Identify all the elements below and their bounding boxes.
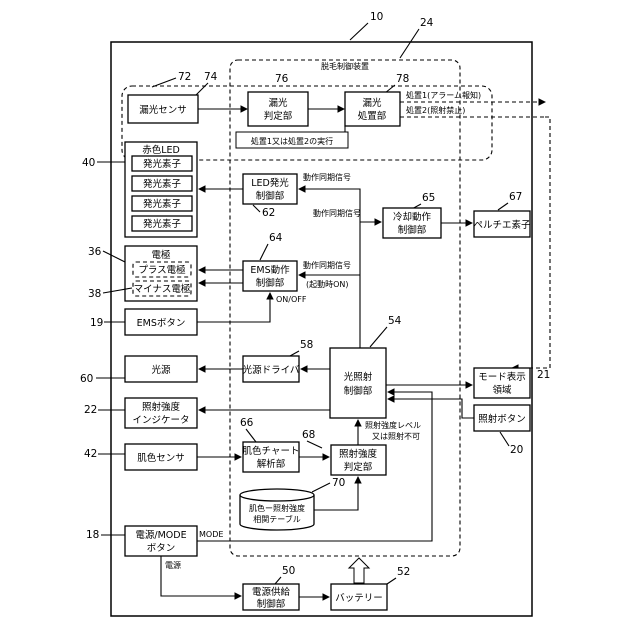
minus-electrode-label: マイナス電極 xyxy=(134,283,191,295)
chart-analysis-label-1: 肌色チャート xyxy=(243,445,300,457)
ref-18: 18 xyxy=(86,529,99,541)
skin-sensor-label: 肌色センサ xyxy=(137,452,185,464)
sync-label-2: 動作同期信号 xyxy=(313,208,361,218)
sync-label-3: 動作同期信号 xyxy=(303,260,351,270)
ref-65: 65 xyxy=(422,192,435,204)
ref-54: 54 xyxy=(388,315,402,327)
red-led-label: 赤色LED xyxy=(142,144,180,156)
leak-proc-label-1: 漏光 xyxy=(362,97,382,109)
intensity-indicator-label-2: インジケータ xyxy=(132,415,189,426)
table-label-2: 相関テーブル xyxy=(253,514,301,524)
intensity-indicator-label-1: 照射強度 xyxy=(142,401,181,413)
cool-ctrl-label-2: 制御部 xyxy=(398,224,427,236)
proc-exec-label: 処置1又は処置2の実行 xyxy=(251,136,333,146)
ref-60: 60 xyxy=(80,373,93,385)
power-ctrl-label-1: 電源供給 xyxy=(252,586,291,598)
plus-electrode-label: プラス電極 xyxy=(138,264,186,276)
ref-58: 58 xyxy=(300,339,313,351)
ems-button-label: EMSボタン xyxy=(137,318,186,329)
ref-68: 68 xyxy=(302,429,315,441)
ref-22: 22 xyxy=(84,404,97,416)
power-label: 電源 xyxy=(165,561,181,570)
peltier-label: ペルチエ素子 xyxy=(473,219,531,231)
ref-62: 62 xyxy=(262,207,275,219)
intensity-judge-label-2: 判定部 xyxy=(344,461,373,473)
emitter-label-4: 発光素子 xyxy=(143,218,182,230)
irr-button-label: 照射ボタン xyxy=(478,413,526,425)
led-ctrl-label-2: 制御部 xyxy=(256,190,285,202)
leak-proc-label-2: 処置部 xyxy=(358,110,387,122)
ref-24: 24 xyxy=(420,17,434,29)
ref-66: 66 xyxy=(240,417,254,429)
electrode-label: 電極 xyxy=(151,249,171,261)
emitter-label-3: 発光素子 xyxy=(143,198,182,210)
intensity-level-label-2: 又は照射不可 xyxy=(372,431,420,441)
mode-display-label-1: モード表示 xyxy=(478,371,526,383)
ref-64: 64 xyxy=(269,232,283,244)
proc2-label: 処置2(照射禁止) xyxy=(406,105,465,115)
intensity-level-label-1: 照射強度レベル xyxy=(365,420,421,430)
ref-36: 36 xyxy=(88,246,102,258)
cool-ctrl-label-1: 冷却動作 xyxy=(393,211,432,223)
ref-50: 50 xyxy=(282,565,295,577)
ref-19: 19 xyxy=(90,317,103,329)
intensity-judge-label-1: 照射強度 xyxy=(339,448,378,460)
irr-ctrl-label-2: 制御部 xyxy=(344,385,373,397)
ref-67: 67 xyxy=(509,191,522,203)
ref-42: 42 xyxy=(84,448,97,460)
ref-20: 20 xyxy=(510,444,523,456)
irr-ctrl-label-1: 光照射 xyxy=(344,371,373,383)
ems-ctrl-label-2: 制御部 xyxy=(256,277,285,289)
light-source-label: 光源 xyxy=(151,364,171,376)
power-ctrl-label-2: 制御部 xyxy=(257,598,286,610)
ref-70: 70 xyxy=(332,477,345,489)
battery-label: バッテリー xyxy=(335,593,383,604)
ref-52: 52 xyxy=(397,566,410,578)
mode-display-label-2: 領域 xyxy=(492,384,512,396)
light-driver-label: 光源ドライバ xyxy=(243,364,300,376)
ems-ctrl-label-1: EMS動作 xyxy=(250,264,290,276)
ref-76: 76 xyxy=(275,73,289,85)
on-off-label: ON/OFF xyxy=(276,295,307,304)
emitter-label-2: 発光素子 xyxy=(143,178,182,190)
power-mode-label-1: 電源/MODE xyxy=(135,530,186,541)
table-label-1: 肌色ー照射強度 xyxy=(249,503,305,513)
ref-10: 10 xyxy=(370,11,383,23)
emitter-label-1: 発光素子 xyxy=(143,158,182,170)
ref-74: 74 xyxy=(204,71,218,83)
mode-label: MODE xyxy=(199,530,223,539)
ref-72: 72 xyxy=(178,71,191,83)
power-mode-label-2: ボタン xyxy=(147,543,176,554)
startup-on-label: (起動時ON) xyxy=(306,280,349,289)
proc1-label: 処置1(アラーム報知) xyxy=(406,90,481,100)
ref-38: 38 xyxy=(88,288,101,300)
leak-judge-label-2: 判定部 xyxy=(264,110,293,122)
ref-78: 78 xyxy=(396,73,409,85)
sync-label-1: 動作同期信号 xyxy=(303,172,351,182)
chart-analysis-label-2: 解析部 xyxy=(257,458,286,470)
ref-40: 40 xyxy=(82,157,95,169)
power-supply-arrow xyxy=(349,558,369,583)
leak-judge-label-1: 漏光 xyxy=(268,97,288,109)
irr-ctrl-box xyxy=(330,348,386,418)
ref-21: 21 xyxy=(537,369,550,381)
led-ctrl-label-1: LED発光 xyxy=(251,177,289,189)
leak-sensor-label: 漏光センサ xyxy=(139,104,187,116)
device-title: 脱毛制御装置 xyxy=(321,61,369,71)
